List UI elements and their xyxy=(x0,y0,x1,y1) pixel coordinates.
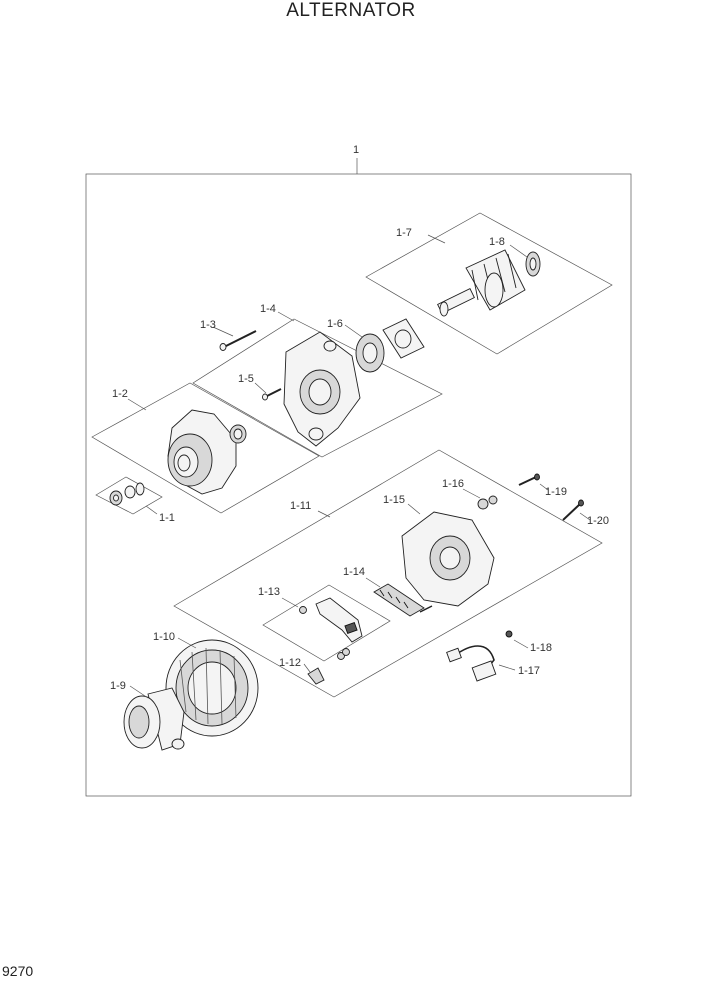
callout-1-18: 1-18 xyxy=(530,642,552,654)
front-housing-part xyxy=(283,331,361,447)
long-bolt-part xyxy=(219,330,257,351)
callout-1-14: 1-14 xyxy=(343,566,365,578)
pulley-fan-part xyxy=(167,409,247,495)
callout-1-12: 1-12 xyxy=(279,657,301,669)
wire-harness-part xyxy=(446,645,497,682)
callout-1-5: 1-5 xyxy=(238,373,254,385)
group-pulley-plane xyxy=(91,382,320,514)
callout-1-16: 1-16 xyxy=(442,478,464,490)
callout-1-7: 1-7 xyxy=(396,227,412,239)
nut-washer-part xyxy=(109,482,145,506)
rectifier-part xyxy=(373,583,433,617)
callout-1: 1 xyxy=(353,144,359,156)
page-title: ALTERNATOR xyxy=(286,0,416,21)
callout-1-3: 1-3 xyxy=(200,319,216,331)
end-cover-part xyxy=(123,687,185,751)
small-screw-part xyxy=(505,630,513,638)
group-rotor-plane xyxy=(365,212,613,355)
regulator-part xyxy=(299,597,363,660)
callout-1-10: 1-10 xyxy=(153,631,175,643)
rotor-part xyxy=(437,249,541,317)
rear-housing-part xyxy=(401,511,495,607)
callout-1-4: 1-4 xyxy=(260,303,276,315)
callout-1-15: 1-15 xyxy=(383,494,405,506)
callout-1-13: 1-13 xyxy=(258,586,280,598)
group-front-housing-plane xyxy=(192,318,443,458)
callout-1-9: 1-9 xyxy=(110,680,126,692)
bearing-part xyxy=(355,318,425,373)
screw-part xyxy=(262,388,282,401)
callout-1-1: 1-1 xyxy=(159,512,175,524)
stator-part xyxy=(165,639,259,737)
callout-1-19: 1-19 xyxy=(545,486,567,498)
page-number: 9270 xyxy=(2,963,34,979)
assembly-frame xyxy=(85,173,632,797)
clip-part xyxy=(307,667,325,685)
group-washer-plane xyxy=(95,476,163,515)
callout-1-11: 1-11 xyxy=(290,500,311,512)
group-regulator-plane xyxy=(262,584,391,662)
callout-1-20: 1-20 xyxy=(587,515,609,527)
group-rear-housing-plane xyxy=(173,449,603,698)
callout-1-2: 1-2 xyxy=(112,388,128,400)
bolt-part-20 xyxy=(562,499,584,521)
bolt-part-19 xyxy=(518,473,540,486)
callout-1-8: 1-8 xyxy=(489,236,505,248)
callout-1-17: 1-17 xyxy=(518,665,540,677)
nut-part xyxy=(477,495,498,510)
callout-1-6: 1-6 xyxy=(327,318,343,330)
